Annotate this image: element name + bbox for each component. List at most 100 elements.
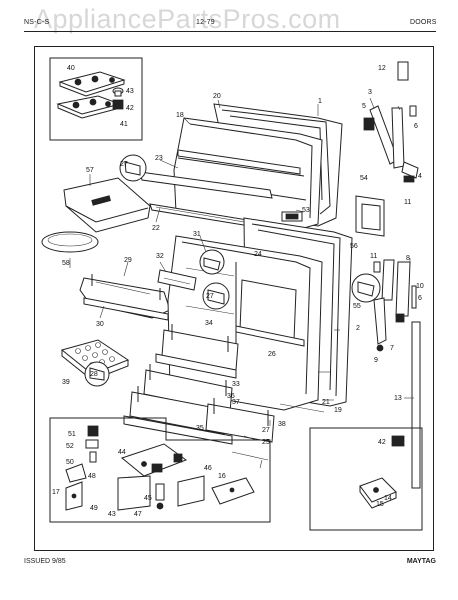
top-hinge-assembly bbox=[363, 61, 419, 183]
callout-21: 21 bbox=[322, 399, 330, 406]
hinge-plate-top bbox=[58, 71, 126, 97]
callout-54: 54 bbox=[360, 175, 368, 182]
callout-19: 19 bbox=[334, 407, 342, 414]
callout-53: 53 bbox=[302, 207, 310, 214]
door-bin-29 bbox=[79, 274, 171, 319]
detail-circle-27-middle bbox=[202, 282, 230, 310]
bottom-parts-inset-box bbox=[49, 417, 271, 523]
header-title: DOORS bbox=[410, 19, 437, 26]
callout-29: 29 bbox=[124, 257, 132, 264]
door-bin-38 bbox=[205, 398, 275, 443]
hinge-cover-54 bbox=[355, 195, 385, 237]
callout-45: 45 bbox=[144, 495, 152, 502]
hinge-plate-16 bbox=[211, 477, 255, 505]
callout-37: 37 bbox=[232, 399, 240, 406]
callout-43-lower: 43 bbox=[108, 511, 116, 518]
callout-4: 4 bbox=[418, 173, 422, 180]
callout-44: 44 bbox=[118, 449, 126, 456]
callout-18: 18 bbox=[176, 112, 184, 119]
callout-16: 16 bbox=[218, 473, 226, 480]
part-32 bbox=[157, 269, 197, 291]
callout-33: 33 bbox=[232, 381, 240, 388]
callout-32: 32 bbox=[156, 253, 164, 260]
door-strip-26 bbox=[235, 325, 305, 347]
callout-38: 38 bbox=[278, 421, 286, 428]
dairy-door-57 bbox=[63, 177, 151, 233]
detail-circle-31 bbox=[199, 249, 225, 275]
butter-dish-58 bbox=[41, 231, 99, 253]
callout-12: 12 bbox=[378, 65, 386, 72]
callout-23: 23 bbox=[155, 155, 163, 162]
callout-27-mid: 27 bbox=[206, 293, 214, 300]
callout-52: 52 bbox=[66, 443, 74, 450]
callout-13: 13 bbox=[394, 395, 402, 402]
door-bin-36 bbox=[129, 386, 227, 435]
callout-36: 36 bbox=[227, 393, 235, 400]
header-rule bbox=[24, 31, 436, 32]
callout-17: 17 bbox=[52, 489, 60, 496]
leader-lines bbox=[69, 97, 414, 469]
footer-issued: ISSUED 9/85 bbox=[24, 558, 66, 565]
callout-56: 56 bbox=[350, 243, 358, 250]
callout-labels: 40 43 42 41 20 1 18 23 27 22 53 57 58 29… bbox=[52, 65, 424, 518]
hinge-bracket-44 bbox=[120, 443, 188, 477]
callout-26: 26 bbox=[268, 351, 276, 358]
callout-27-low: 27 bbox=[262, 427, 270, 434]
hinge-plate-bottom bbox=[56, 95, 122, 119]
callout-22: 22 bbox=[152, 225, 160, 232]
callout-58: 58 bbox=[62, 260, 70, 267]
callout-14: 14 bbox=[384, 495, 392, 502]
callout-34: 34 bbox=[205, 320, 213, 327]
callout-55: 55 bbox=[353, 303, 361, 310]
bottom-hinge-inset-box bbox=[309, 427, 423, 531]
header-left-code: NS-C-S bbox=[24, 19, 50, 26]
callout-27-top: 27 bbox=[120, 161, 128, 168]
callout-6-lower: 6 bbox=[418, 295, 422, 302]
callout-41: 41 bbox=[120, 121, 128, 128]
callout-51: 51 bbox=[68, 431, 76, 438]
freezer-door-liner bbox=[173, 117, 323, 233]
diagram-frame bbox=[34, 46, 434, 551]
small-parts-51-52 bbox=[65, 425, 99, 511]
hinge-inset-box bbox=[49, 57, 143, 141]
callout-47: 47 bbox=[134, 511, 142, 518]
callout-10: 10 bbox=[416, 283, 424, 290]
center-hinge-assembly bbox=[373, 259, 417, 352]
callout-40: 40 bbox=[67, 65, 75, 72]
callout-57: 57 bbox=[86, 167, 94, 174]
bushing-42-lower bbox=[391, 435, 405, 447]
callout-31: 31 bbox=[193, 231, 201, 238]
callout-42: 42 bbox=[126, 105, 134, 112]
callout-35: 35 bbox=[196, 425, 204, 432]
callout-24: 24 bbox=[254, 251, 262, 258]
callout-30: 30 bbox=[96, 321, 104, 328]
callout-7: 7 bbox=[390, 345, 394, 352]
detail-circle-55 bbox=[351, 273, 381, 303]
part-53-bracket bbox=[281, 211, 303, 222]
callout-15: 15 bbox=[376, 501, 384, 508]
hinge-pin-43 bbox=[112, 87, 124, 97]
callout-9: 9 bbox=[374, 357, 378, 364]
callout-50: 50 bbox=[66, 459, 74, 466]
callout-5: 5 bbox=[362, 103, 366, 110]
callout-46: 46 bbox=[204, 465, 212, 472]
detail-circle-28 bbox=[84, 361, 110, 387]
callout-28: 28 bbox=[90, 371, 98, 378]
door-shelf-34 bbox=[155, 324, 239, 379]
callout-20: 20 bbox=[213, 93, 221, 100]
watermark: AppliancePartsPros.com bbox=[34, 4, 341, 34]
callout-3: 3 bbox=[368, 89, 372, 96]
rail-13 bbox=[411, 321, 421, 489]
callout-8: 8 bbox=[406, 255, 410, 262]
gaskets bbox=[231, 403, 325, 461]
bottom-hinge-plate bbox=[359, 477, 397, 509]
callout-43: 43 bbox=[126, 88, 134, 95]
callout-2: 2 bbox=[356, 325, 360, 332]
hinge-bracket-45-46 bbox=[117, 453, 205, 511]
door-trim-35 bbox=[123, 415, 233, 445]
callout-42-lower: 42 bbox=[378, 439, 386, 446]
callout-25: 25 bbox=[262, 439, 270, 446]
callout-6: 6 bbox=[414, 123, 418, 130]
callout-39: 39 bbox=[62, 379, 70, 386]
detail-circle-27-upper bbox=[119, 154, 147, 182]
